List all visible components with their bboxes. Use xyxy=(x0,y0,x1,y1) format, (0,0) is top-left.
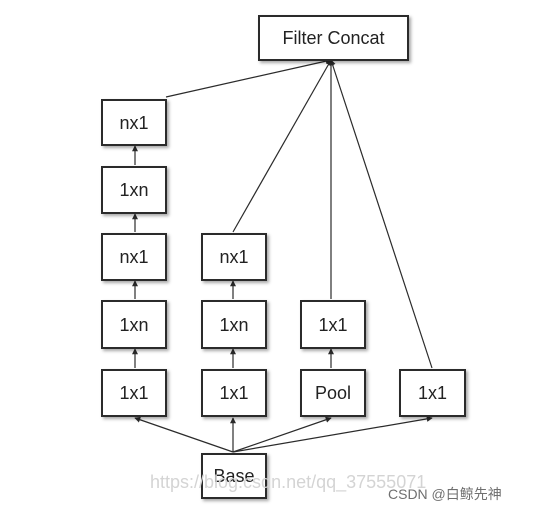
branch4-1x1-node: 1x1 xyxy=(399,369,466,417)
branch1-1x1-node: 1x1 xyxy=(101,369,167,417)
branch3-pool-node: Pool xyxy=(300,369,366,417)
watermark-url: https://blog.csdn.net/qq_37555071 xyxy=(150,472,427,492)
edge-b4-to-concat xyxy=(329,59,433,369)
base-node: Base xyxy=(201,453,267,499)
branch3-1x1-node: 1x1 xyxy=(300,300,366,349)
branch2-1xn-node: 1xn xyxy=(201,300,267,349)
branch1-1xn-lower-node: 1xn xyxy=(101,300,167,349)
branch1-1xn-upper-node: 1xn xyxy=(101,166,167,214)
edge-base-to-b1 xyxy=(134,416,234,453)
edge-b1-to-concat xyxy=(165,58,332,98)
edge-base-to-b4 xyxy=(232,415,433,453)
branch1-nx1-lower-node: nx1 xyxy=(101,233,167,281)
branch2-nx1-node: nx1 xyxy=(201,233,267,281)
edge-b2-to-concat xyxy=(232,59,332,233)
branch2-1x1-node: 1x1 xyxy=(201,369,267,417)
branch1-nx1-top-node: nx1 xyxy=(101,99,167,146)
edge-base-to-b3 xyxy=(232,416,332,453)
watermark-credit: CSDN @白鲸先神 xyxy=(388,486,502,502)
filter-concat-node: Filter Concat xyxy=(258,15,409,61)
